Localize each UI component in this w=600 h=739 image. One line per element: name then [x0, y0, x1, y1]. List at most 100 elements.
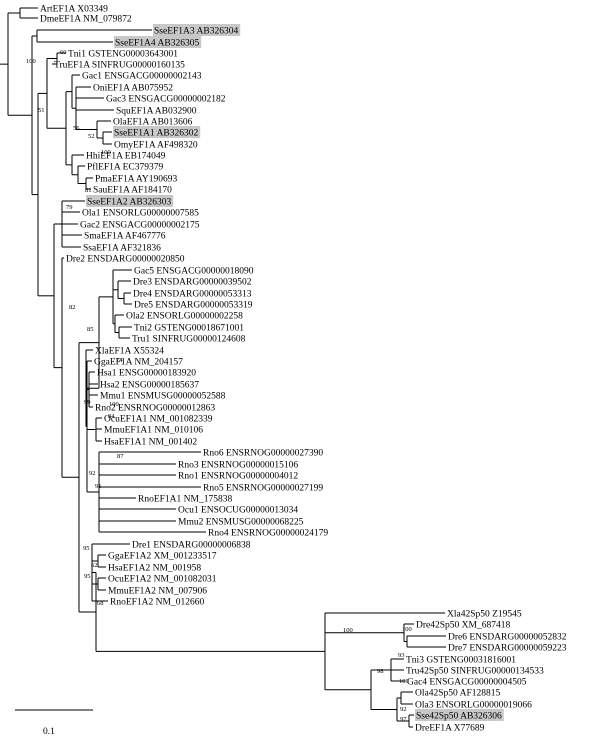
leaf-label: Rno6 ENSRNOG00000027390: [203, 449, 323, 459]
leaf-label: GgaEF1A NM_204157: [94, 358, 183, 368]
leaf-label: SsaEF1A AF321836: [83, 244, 161, 254]
bootstrap-value: 91: [95, 483, 102, 490]
bootstrap-value: 95: [83, 545, 90, 552]
highlight-box: [415, 709, 504, 721]
highlight-box: [114, 36, 202, 48]
leaf-label: RnoEF1A1 NM_175838: [138, 495, 232, 505]
leaf-label: Ola42Sp50 AF128815: [415, 689, 500, 699]
bootstrap-value: 95: [84, 573, 91, 580]
leaf-label: Gac5 ENSGACG00000018090: [134, 267, 254, 277]
leaf-label: Rno5 ENSRNOG00000027199: [203, 484, 323, 494]
leaf-label: Ola3 ENSORLG00000019066: [415, 701, 532, 711]
leaf-label: Gac4 ENSGACG00000004505: [407, 678, 527, 688]
bootstrap-value: 100: [101, 149, 111, 156]
leaf-label: Dre3 ENSDARG00000039502: [133, 278, 252, 288]
leaf-label: Rno3 ENSRNOG00000015106: [178, 461, 298, 471]
tree-branches: [0, 7, 446, 728]
leaf-label: Mmu1 ENSMUSG00000052588: [100, 392, 226, 402]
leaf-label: OcuEF1A1 NM_001082339: [104, 415, 213, 425]
leaf-label: Dre42Sp50 XM_687418: [416, 621, 510, 631]
leaf-label: Hsa1 ENSG00000183920: [97, 369, 196, 379]
bootstrap-value: 81: [85, 187, 92, 194]
leaf-label: HsaEF1A2 NM_001958: [108, 564, 201, 574]
leaf-label: Hsa2 ENSG00000185637: [100, 381, 199, 391]
leaf-label: Dre2 ENSDARG00000020850: [66, 255, 185, 265]
leaf-label: XlaEF1A X55324: [95, 347, 164, 357]
leaf-label: Ocu1 ENSOCUG00000013034: [178, 506, 298, 516]
leaf-label: Gac1 ENSGACG00000002143: [82, 72, 202, 82]
highlight-boxes: [86, 24, 504, 721]
bootstrap-value: 51: [38, 107, 45, 114]
leaf-label: Tni1 GSTENG00003643001: [68, 50, 178, 60]
leaf-label: HsaEF1A1 NM_001402: [104, 438, 197, 448]
leaf-label: Tru1 SINFRUG00000124608: [132, 335, 246, 345]
leaf-label: Tru42Sp50 SINFRUG00000134533: [406, 667, 544, 677]
leaf-label: RnoEF1A2 NM_012660: [110, 598, 204, 608]
bootstrap-value: 100: [109, 401, 119, 408]
bootstrap-value: 82: [69, 304, 76, 311]
leaf-label: ArtEF1A X03349: [40, 5, 108, 15]
bootstrap-value: 62: [91, 562, 98, 569]
leaf-label: Xla42Sp50 Z19545: [447, 610, 522, 620]
leaf-label: Gac2 ENSGACG00000002175: [80, 221, 200, 231]
leaf-label: SseEF1A3 AB326304: [154, 27, 238, 37]
leaf-label: Mmu2 ENSMUSG00000068225: [178, 518, 304, 528]
leaf-label: SseEF1A4 AB326305: [115, 39, 199, 49]
leaf-label: OcuEF1A2 NM_001082031: [108, 575, 217, 585]
leaf-label: Gac3 ENSGACG00000002182: [106, 95, 226, 105]
leaf-label: SseEF1A2 AB326303: [87, 198, 171, 208]
highlight-box: [113, 126, 201, 138]
bootstrap-value: 87: [117, 453, 124, 460]
bootstrap-value: 100: [343, 627, 353, 634]
bootstrap-value: 99: [84, 399, 91, 406]
leaf-label: DmeEF1A NM_079872: [40, 15, 132, 25]
leaf-label: GgaEF1A2 XM_001233517: [108, 552, 217, 562]
leaf-label: Dre7 ENSDARG00000059223: [448, 644, 567, 654]
leaf-label: PmaEF1A AY190693: [95, 175, 178, 185]
highlight-box: [86, 195, 174, 207]
leaf-label: Tni3 GSTENG00031816001: [406, 656, 516, 666]
bootstrap-value: 85: [87, 326, 94, 333]
bootstrap-value: 100: [26, 58, 36, 65]
leaf-label: Rno4 ENSRNOG00000024179: [208, 529, 328, 539]
leaf-label: Dre6 ENSDARG00000052832: [448, 633, 567, 643]
leaf-label: TruEF1A SINFRUG00000160135: [54, 61, 185, 71]
bootstrap-value: 93: [398, 652, 405, 659]
highlight-box: [153, 24, 241, 36]
leaf-label: PflEF1A EC379379: [87, 162, 164, 173]
bootstrap-value: 68: [97, 600, 104, 607]
bootstrap-value: 60: [60, 49, 67, 56]
bootstrap-value: 98: [377, 668, 384, 675]
bootstrap-value: 97: [400, 716, 407, 723]
leaf-label: SmaEF1A AF467776: [84, 232, 166, 242]
scale-bar-label: 0.1: [43, 727, 55, 737]
bootstrap-value: 56: [73, 125, 80, 132]
leaf-label: OlaEF1A AB013606: [113, 118, 193, 128]
leaf-label: SseEF1A1 AB326302: [114, 129, 198, 139]
leaf-label: Dre1 ENSDARG00000006838: [132, 541, 251, 551]
leaf-label: OmyEF1A AF498320: [114, 141, 198, 151]
bootstrap-value: 100: [402, 626, 412, 633]
bootstrap-value: 84: [108, 413, 115, 420]
leaf-label: DreEF1A X77689: [415, 724, 485, 734]
bootstrap-values: 1006051565210081798299857410084879291956…: [26, 49, 412, 723]
bootstrap-value: 52: [88, 133, 95, 140]
leaf-label: Ola1 ENSORLG00000007585: [82, 209, 199, 219]
leaf-label: SquEF1A AB032900: [116, 107, 197, 117]
leaf-label: Tni2 GSTENG00018671001: [134, 324, 244, 334]
leaf-label: Ola2 ENSORLG00000002258: [126, 312, 243, 322]
bootstrap-value: 74: [116, 357, 123, 364]
bootstrap-value: 79: [66, 204, 73, 211]
leaf-label: Sse42Sp50 AB326306: [416, 712, 502, 722]
bootstrap-value: 100: [399, 678, 409, 685]
leaf-label: OniEF1A AB075952: [93, 84, 173, 94]
leaf-label: Dre5 ENSDARG00000053319: [134, 301, 253, 311]
leaf-label: MmuEF1A1 NM_010106: [104, 426, 203, 436]
leaf-label: MmuEF1A2 NM_007906: [108, 587, 207, 597]
leaf-label: SauEF1A AF184170: [93, 186, 172, 196]
bootstrap-value: 92: [400, 706, 407, 713]
bootstrap-value: 92: [89, 470, 96, 477]
leaf-label: Dre4 ENSDARG00000053313: [133, 290, 252, 300]
